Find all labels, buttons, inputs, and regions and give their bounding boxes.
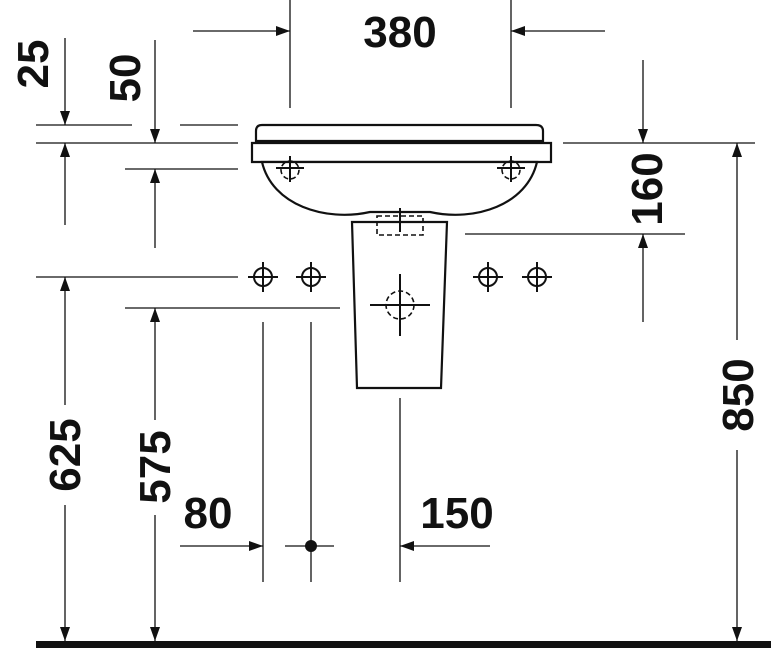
dimension-625: 625: [41, 277, 90, 641]
washbasin: [250, 123, 553, 216]
dimension-850: 850: [714, 143, 763, 641]
fixing-point: [522, 262, 552, 292]
dim-label-625: 625: [41, 418, 90, 491]
floor-line: [36, 641, 771, 648]
fixing-mark-left: [276, 156, 304, 182]
fixing-mark-right: [497, 156, 525, 182]
dimension-575: 575: [131, 308, 180, 641]
dimension-width: 380: [193, 8, 605, 57]
dimension-80: 80: [180, 489, 334, 552]
dim-label-850: 850: [714, 358, 763, 431]
dimension-50: 50: [101, 40, 160, 248]
dim-label-380: 380: [363, 8, 436, 57]
dimension-25: 25: [9, 38, 70, 225]
waste-outlet-mark: [370, 274, 430, 336]
fixing-point: [296, 262, 326, 292]
extension-lines: [36, 0, 755, 582]
fixing-point: [473, 262, 503, 292]
dim-label-50: 50: [101, 54, 150, 103]
dim-label-160: 160: [623, 152, 672, 225]
dim-label-150: 150: [420, 489, 493, 538]
dim-label-575: 575: [131, 430, 180, 503]
reference-dot: [305, 540, 317, 552]
dimension-150: 150: [400, 489, 494, 551]
fixing-point: [248, 262, 278, 292]
dim-label-80: 80: [184, 489, 233, 538]
pedestal: [350, 208, 449, 390]
dim-label-25: 25: [9, 40, 58, 89]
dimension-160: 160: [623, 60, 672, 322]
